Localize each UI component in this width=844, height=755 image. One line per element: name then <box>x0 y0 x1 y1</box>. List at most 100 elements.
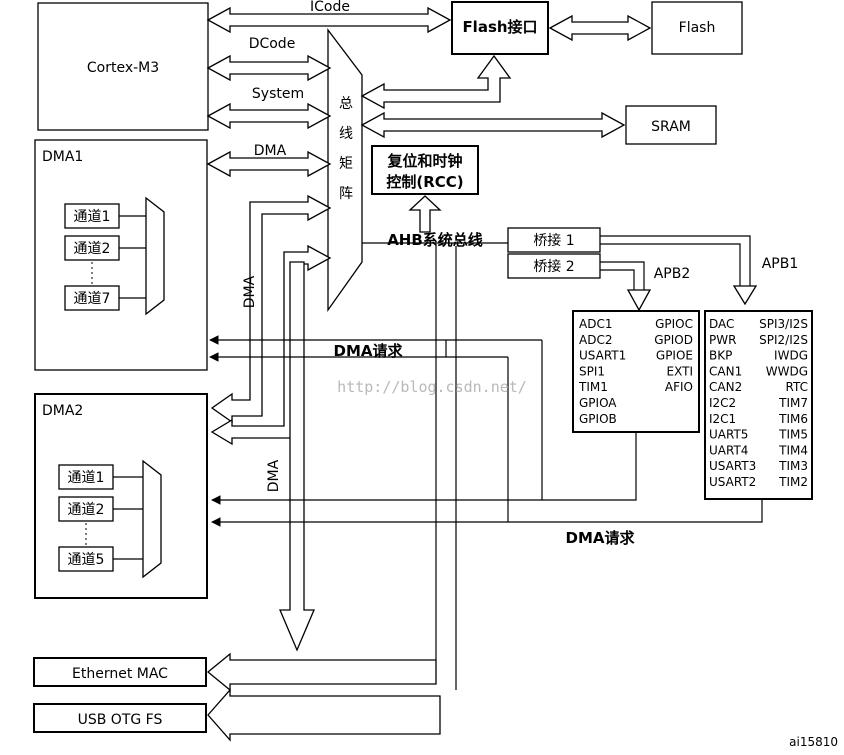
dma1-channel7-label: 通道7 <box>74 291 111 307</box>
apb2-peripheral-right-0: GPIOC <box>655 317 693 331</box>
flash-block <box>651 1 743 55</box>
ethernet-mac-label: Ethernet MAC <box>72 666 168 682</box>
apb2-arrowhead <box>626 289 652 312</box>
dma2-channel1 <box>58 464 114 490</box>
rcc-block <box>371 145 479 195</box>
apb2-peripheral-left-5: GPIOA <box>579 396 617 410</box>
flash-link-arrow <box>548 14 652 42</box>
apb1-peripheral-left-0: DAC <box>709 317 734 331</box>
apb1-peripheral-right-7: TIM5 <box>778 428 808 442</box>
apb1-peripheral-left-7: UART5 <box>709 428 748 442</box>
dma1-master-label: DMA <box>242 275 258 308</box>
ethernet-mac-block <box>33 657 207 687</box>
dcode-bus-arrow <box>206 54 332 82</box>
bridge2-block <box>507 253 601 279</box>
system-bus-arrow <box>206 102 332 130</box>
sram-block <box>625 105 717 145</box>
bus-matrix-char-1: 总 <box>339 96 353 112</box>
rcc-label-line2: 控制(RCC) <box>386 173 463 191</box>
dma2-title: DMA2 <box>42 403 83 419</box>
apb1-peripheral-right-5: TIM7 <box>778 396 808 410</box>
apb2-peripheral-left-3: SPI1 <box>579 364 605 378</box>
apb1-left-list: DACPWRBKPCAN1CAN2I2C2I2C1UART5UART4USART… <box>709 317 756 489</box>
apb1-peripheral-left-9: USART3 <box>709 459 756 473</box>
bridge1-label: 桥接 1 <box>533 232 574 249</box>
apb2-peripheral-left-4: TIM1 <box>578 380 608 394</box>
bus-matrix-char-2: 线 <box>339 126 353 142</box>
dma-request-label-upper: DMA请求 <box>334 342 404 360</box>
apb2-path-inner <box>600 269 635 290</box>
dma2-arbiter <box>142 459 162 579</box>
bridge2-label: 桥接 2 <box>533 258 574 275</box>
dma-bus-arrow <box>206 150 332 178</box>
apb1-peripheral-right-3: WWDG <box>766 364 808 378</box>
apb1-peripheral-left-4: CAN2 <box>709 380 742 394</box>
bus-matrix-char-3: 矩 <box>339 156 353 172</box>
dma1-title: DMA1 <box>42 149 83 165</box>
apb1-peripheral-left-1: PWR <box>709 333 736 347</box>
bus-matrix <box>327 28 363 313</box>
matrix-to-flash-if-arrow <box>360 54 512 110</box>
flash-interface-block <box>451 1 549 55</box>
flash-interface-label: Flash接口 <box>462 18 537 36</box>
apb2-peripheral-left-2: USART1 <box>579 349 626 363</box>
sram-bus-arrow <box>360 111 626 139</box>
apb1-path-inner <box>600 243 741 286</box>
apb1-arrowhead <box>732 285 758 306</box>
apb2-peripheral-right-3: EXTI <box>667 364 693 378</box>
apb1-path-outer <box>600 235 751 286</box>
apb1-peripherals-block <box>704 310 813 500</box>
icode-label: ICode <box>310 0 350 15</box>
apb2-peripheral-left-0: ADC1 <box>579 317 612 331</box>
watermark: http://blog.csdn.net/ <box>337 378 527 396</box>
apb2-peripheral-left-1: ADC2 <box>579 333 612 347</box>
apb2-path-outer <box>600 261 645 290</box>
icode-bus-arrow <box>206 6 452 34</box>
dma-request-apb2-line <box>211 432 637 505</box>
dma2-channel5-label: 通道5 <box>68 552 105 568</box>
dma1-channel2-label: 通道2 <box>74 241 111 257</box>
dma1-arbiter <box>145 196 165 316</box>
apb1-peripheral-left-10: USART2 <box>709 475 756 489</box>
usb-otg-fs-label: USB OTG FS <box>78 712 163 728</box>
apb2-peripheral-right-2: GPIOE <box>656 349 693 363</box>
apb2-peripheral-right-1: GPIOD <box>654 333 693 347</box>
to-ethernet-arrow <box>279 261 315 652</box>
apb1-peripheral-left-5: I2C2 <box>709 396 736 410</box>
ahb-label: AHB系统总线 <box>387 231 483 249</box>
rcc-label-line1: 复位和时钟 <box>386 152 462 170</box>
apb1-peripheral-right-4: RTC <box>786 380 808 394</box>
apb1-peripheral-right-0: SPI3/I2S <box>759 317 808 331</box>
bridge1-block <box>507 227 601 253</box>
dma2-channel1-label: 通道1 <box>68 470 105 486</box>
apb2-label: APB2 <box>654 266 691 282</box>
dma-request-label-lower: DMA请求 <box>566 529 636 547</box>
ahb-to-rcc-arrow <box>408 195 442 233</box>
apb1-peripheral-right-2: IWDG <box>774 349 808 363</box>
apb1-peripheral-right-1: SPI2/I2S <box>759 333 808 347</box>
dma-request-apb1-line <box>211 499 763 527</box>
dma1-master-arrow <box>210 194 332 424</box>
bus-matrix-char-4: 阵 <box>339 186 353 202</box>
ahb-to-ethernet-arrow <box>206 652 437 692</box>
apb1-peripheral-left-3: CAN1 <box>709 364 742 378</box>
dma1-channel1 <box>64 203 120 229</box>
ahb-to-usb-arrow <box>207 688 441 742</box>
dma2-channel2 <box>58 496 114 522</box>
apb2-peripheral-right-4: AFIO <box>665 380 693 394</box>
usb-otg-fs-block <box>33 703 207 733</box>
figure-id: ai15810 <box>789 735 838 749</box>
system-label: System <box>252 86 304 102</box>
apb1-peripheral-left-6: I2C1 <box>709 412 736 426</box>
apb1-peripheral-right-8: TIM4 <box>778 443 808 457</box>
flash-label: Flash <box>679 20 716 36</box>
dma2-channel2-label: 通道2 <box>68 502 105 518</box>
dma2-master-label: DMA <box>266 459 282 492</box>
apb1-peripheral-right-6: TIM6 <box>778 412 808 426</box>
apb1-peripheral-left-8: UART4 <box>709 443 748 457</box>
apb2-peripheral-left-6: GPIOB <box>579 412 617 426</box>
